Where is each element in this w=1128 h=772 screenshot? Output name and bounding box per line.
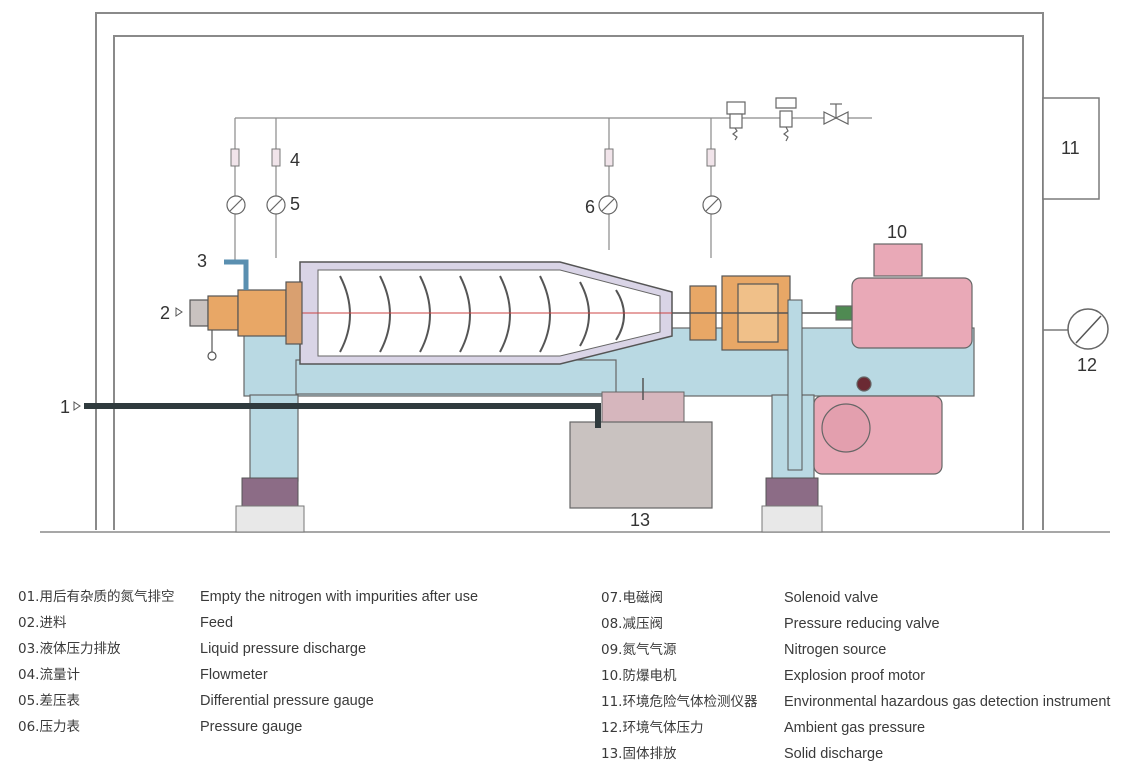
legend-code: 02.进料 — [18, 615, 67, 631]
legend-description: Solenoid valve — [784, 590, 879, 606]
callout-6: 6 — [585, 197, 595, 217]
legend-description: Empty the nitrogen with impurities after… — [200, 589, 479, 605]
nitrogen-exhaust-pipe — [84, 403, 601, 428]
legend-description: Nitrogen source — [784, 642, 887, 658]
legend-description: Pressure reducing valve — [784, 616, 940, 632]
foundation-blocks — [235, 505, 823, 533]
legend-code: 12.环境气体压力 — [601, 720, 704, 736]
callout-4: 4 — [290, 150, 300, 170]
exhaust-arrow-icon — [73, 401, 81, 411]
solenoid-valve-icon — [726, 101, 746, 141]
liquid-discharge-pipe — [224, 259, 249, 290]
legend-code: 06.压力表 — [18, 719, 80, 735]
ambient-pressure-gauge — [1043, 308, 1109, 350]
legend-description: Flowmeter — [200, 667, 268, 683]
callout-10: 10 — [887, 222, 907, 242]
enclosure-frame — [95, 12, 1044, 530]
legend-code: 05.差压表 — [18, 693, 80, 709]
legend-description: Explosion proof motor — [784, 668, 926, 684]
explosion-proof-motor-main — [835, 243, 973, 349]
callout-11: 11 — [1061, 138, 1080, 158]
legend-code: 08.减压阀 — [601, 616, 663, 632]
legend-code: 13.固体排放 — [601, 746, 677, 762]
callout-2: 2 — [160, 303, 170, 323]
legend-code: 10.防爆电机 — [601, 668, 677, 684]
legend-code: 09.氮气气源 — [601, 642, 677, 658]
feed-arrow-icon — [175, 307, 183, 317]
legend-description: Feed — [200, 615, 234, 631]
legend-description: Pressure gauge — [200, 719, 303, 735]
centrifuge-bowl — [299, 261, 673, 365]
solid-discharge-tank — [569, 421, 713, 509]
centrifuge-schematic: 1 2 3 4 5 6 10 11 12 13 — [40, 12, 1110, 533]
source-valve-icon — [823, 103, 849, 125]
legend-description: Environmental hazardous gas detection in… — [784, 694, 1111, 710]
legend-description: Liquid pressure discharge — [200, 641, 367, 657]
callout-5: 5 — [290, 194, 300, 214]
legend-description: Ambient gas pressure — [784, 720, 926, 736]
pressure-gauge-icon — [226, 195, 722, 215]
gas-detection-box — [1042, 97, 1100, 200]
callout-3: 3 — [197, 251, 207, 271]
callout-1: 1 — [60, 397, 70, 417]
legend: 01.用后有杂质的氮气排空 Empty the nitrogen with im… — [0, 583, 1128, 772]
legend-code: 04.流量计 — [18, 667, 80, 683]
legend-code: 07.电磁阀 — [601, 590, 663, 606]
callout-13: 13 — [630, 510, 650, 530]
legend-description: Differential pressure gauge — [200, 693, 374, 709]
legend-description: Solid discharge — [784, 746, 884, 762]
explosion-proof-motor-secondary — [813, 376, 943, 475]
callout-12: 12 — [1077, 355, 1097, 375]
feed-inlet-assembly — [189, 281, 303, 361]
flowmeter-icon — [230, 148, 716, 167]
machine-feet — [241, 477, 819, 507]
legend-code: 11.环境危险气体检测仪器 — [601, 694, 758, 710]
belt-guard — [787, 299, 803, 471]
legend-code: 01.用后有杂质的氮气排空 — [18, 589, 175, 605]
legend-code: 03.液体压力排放 — [18, 641, 121, 657]
reducing-valve-icon — [775, 97, 797, 142]
nitrogen-header-piping — [234, 117, 872, 260]
